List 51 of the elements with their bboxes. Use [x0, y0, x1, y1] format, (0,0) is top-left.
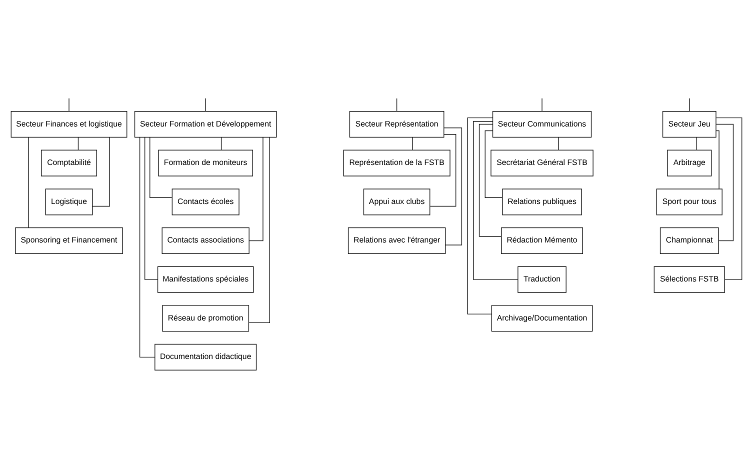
connector	[396, 98, 398, 112]
connector	[558, 137, 559, 150]
connector	[92, 136, 110, 207]
node-box: Archivage/Documentation	[491, 305, 593, 332]
node-box: Secteur Formation et Développement	[134, 110, 277, 138]
node-box: Sélections FSTB	[654, 266, 725, 293]
node-box: Sponsoring et Financement	[15, 227, 123, 254]
connector	[248, 137, 264, 242]
connector	[467, 117, 494, 314]
node-box: Contacts associations	[162, 227, 250, 254]
node-box: Représentation de la FSTB	[343, 150, 450, 176]
connector	[205, 98, 206, 112]
connector	[248, 136, 270, 324]
connector	[139, 137, 156, 358]
connector	[150, 137, 172, 198]
node-box: Rédaction Mémento	[501, 227, 583, 254]
node-box: Manifestations spéciales	[157, 266, 254, 293]
node-box: Relations avec l'étranger	[348, 227, 446, 254]
node-box: Documentation didactique	[154, 344, 257, 370]
node-box: Traduction	[518, 266, 566, 293]
node-box: Relations publiques	[502, 188, 582, 216]
node-box: Contacts écoles	[172, 188, 240, 216]
connector	[412, 137, 413, 150]
node-box: Secteur Finances et logistique	[10, 110, 128, 138]
connector	[478, 124, 502, 237]
connector	[444, 128, 462, 246]
connector	[68, 98, 70, 112]
connector	[220, 137, 222, 150]
connector	[430, 134, 456, 207]
node-box: Secteur Jeu	[662, 110, 716, 138]
node-box: Formation de moniteurs	[158, 150, 254, 176]
node-box: Appui aux clubs	[363, 188, 430, 216]
connector	[484, 130, 503, 198]
node-box: Secteur Représentation	[349, 110, 444, 138]
connector	[28, 137, 29, 228]
connector	[716, 130, 720, 190]
node-box: Championnat	[660, 227, 719, 254]
connector	[144, 136, 158, 280]
connector	[78, 137, 79, 150]
connector	[696, 137, 698, 150]
node-box: Secteur Communications	[492, 110, 592, 138]
connector	[716, 117, 742, 280]
node-box: Arbitrage	[667, 150, 712, 176]
node-box: Comptabilité	[40, 150, 98, 176]
node-box: Secrétariat Général FSTB	[490, 150, 594, 176]
connector	[716, 124, 734, 242]
connector	[689, 98, 690, 112]
node-box: Logistique	[45, 188, 93, 216]
node-box: Sport pour tous	[656, 188, 722, 216]
node-box: Réseau de promotion	[162, 305, 250, 332]
connector	[473, 121, 518, 280]
